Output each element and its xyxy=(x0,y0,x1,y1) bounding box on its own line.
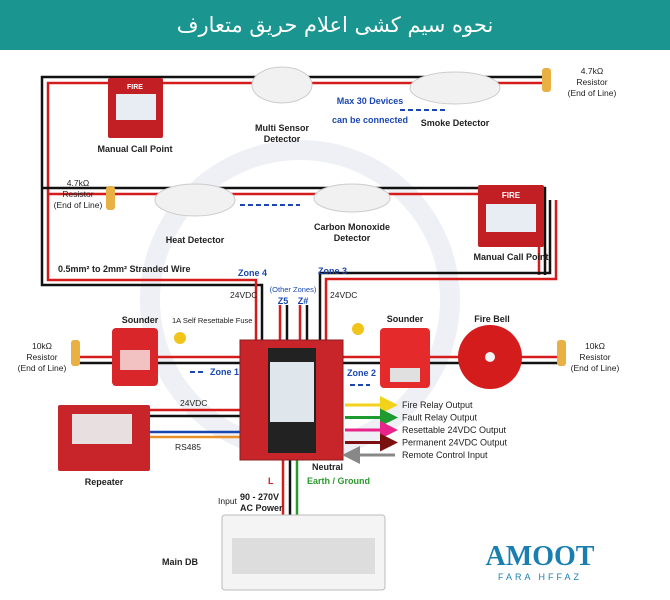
z5-label: Z5 xyxy=(278,296,289,306)
svg-text:4.7kΩ: 4.7kΩ xyxy=(581,66,603,76)
svg-text:FIRE: FIRE xyxy=(127,84,143,91)
fuse-right xyxy=(352,323,364,335)
neutral-label: Neutral xyxy=(312,462,343,472)
svg-text:10kΩ: 10kΩ xyxy=(585,341,605,351)
svg-text:(End of Line): (End of Line) xyxy=(18,363,67,373)
resistor-top-right: 4.7kΩ Resistor (End of Line) xyxy=(542,66,617,98)
svg-text:FIRE: FIRE xyxy=(502,191,521,200)
svg-text:Resistor: Resistor xyxy=(26,352,57,362)
svg-text:1A Self Resettable Fuse: 1A Self Resettable Fuse xyxy=(172,316,252,325)
svg-text:(End of Line): (End of Line) xyxy=(571,363,620,373)
vdc-right: 24VDC xyxy=(330,290,357,300)
svg-text:Multi Sensor: Multi Sensor xyxy=(255,123,310,133)
svg-text:Manual Call Point: Manual Call Point xyxy=(473,252,548,262)
svg-text:Fire Bell: Fire Bell xyxy=(474,314,510,324)
zone-dash xyxy=(190,109,445,386)
wire-spec: 0.5mm² to 2mm² Stranded Wire xyxy=(58,264,190,274)
resistor-right: 10kΩ Resistor (End of Line) xyxy=(557,340,620,373)
fire-bell: Fire Bell xyxy=(458,314,522,389)
manual-call-point-mid: FIRE Manual Call Point xyxy=(473,185,549,262)
manual-call-point-top: FIRE Manual Call Point xyxy=(97,78,173,154)
svg-text:FARA HFFAZ: FARA HFFAZ xyxy=(498,572,582,582)
zone2-label: Zone 2 xyxy=(347,368,376,378)
smoke-detector: Smoke Detector xyxy=(409,71,501,128)
repeater: Repeater xyxy=(58,405,150,487)
resistor-left: 10kΩ Resistor (End of Line) xyxy=(18,340,80,373)
max-devices: Max 30 Devices xyxy=(337,96,404,106)
svg-text:Detector: Detector xyxy=(264,134,301,144)
zone1-label: Zone 1 xyxy=(210,367,239,377)
svg-text:Heat Detector: Heat Detector xyxy=(166,235,225,245)
other-zones: (Other Zones) xyxy=(270,285,317,294)
other-zone-wires xyxy=(278,305,309,340)
svg-text:(End of Line): (End of Line) xyxy=(568,88,617,98)
svg-text:Sounder: Sounder xyxy=(122,315,159,325)
main-db: Main DB xyxy=(162,514,386,591)
page-title: نحوه سیم کشی اعلام حریق متعارف xyxy=(0,0,670,50)
zone3-label: Zone 3 xyxy=(318,266,347,276)
svg-text:Smoke Detector: Smoke Detector xyxy=(421,118,490,128)
zhash-label: Z# xyxy=(298,296,309,306)
svg-text:Resistor: Resistor xyxy=(62,189,93,199)
co-detector: Carbon Monoxide Detector xyxy=(313,183,391,243)
resistor-mid-left: 4.7kΩ Resistor (End of Line) xyxy=(54,178,115,210)
resettable-fuse: 1A Self Resettable Fuse xyxy=(172,316,252,344)
output-label: Fault Relay Output xyxy=(402,413,478,423)
svg-text:Sounder: Sounder xyxy=(387,314,424,324)
heat-detector: Heat Detector xyxy=(154,183,236,245)
output-label: Remote Control Input xyxy=(402,450,488,460)
svg-text:(End of Line): (End of Line) xyxy=(54,200,103,210)
multi-sensor-detector: Multi Sensor Detector xyxy=(251,66,313,144)
svg-text:Detector: Detector xyxy=(334,233,371,243)
svg-text:Resistor: Resistor xyxy=(576,77,607,87)
fire-alarm-control-panel xyxy=(239,339,344,461)
sounder-left: Sounder xyxy=(112,315,159,386)
zone2-wires xyxy=(343,355,560,365)
svg-text:Manual Call Point: Manual Call Point xyxy=(97,144,172,154)
svg-text:Main DB: Main DB xyxy=(162,557,199,567)
output-label: Resettable 24VDC Output xyxy=(402,425,507,435)
output-label: Fire Relay Output xyxy=(402,400,473,410)
svg-text:AMOOT: AMOOT xyxy=(486,541,595,572)
svg-text:Resistor: Resistor xyxy=(579,352,610,362)
output-label: Permanent 24VDC Output xyxy=(402,438,508,448)
sounder-right: Sounder xyxy=(380,314,430,388)
earth-label: Earth / Ground xyxy=(307,476,370,486)
vdc-left: 24VDC xyxy=(230,290,257,300)
power-voltage: 90 - 270V xyxy=(240,492,279,502)
zone4-label: Zone 4 xyxy=(238,268,267,278)
vdc-repeater: 24VDC xyxy=(180,398,207,408)
live-label: L xyxy=(268,476,274,486)
rs485-label: RS485 xyxy=(175,442,201,452)
power-wires xyxy=(281,460,299,515)
power-type: AC Power xyxy=(240,503,283,513)
max-devices-sub: can be connected xyxy=(332,115,408,125)
svg-text:10kΩ: 10kΩ xyxy=(32,341,52,351)
zone3-loop xyxy=(318,200,558,340)
svg-text:4.7kΩ: 4.7kΩ xyxy=(67,178,89,188)
input-label: Input xyxy=(218,496,238,506)
svg-text:Carbon Monoxide: Carbon Monoxide xyxy=(314,222,390,232)
svg-text:Repeater: Repeater xyxy=(85,477,124,487)
logo: AMOOT FARA HFFAZ xyxy=(486,541,595,582)
